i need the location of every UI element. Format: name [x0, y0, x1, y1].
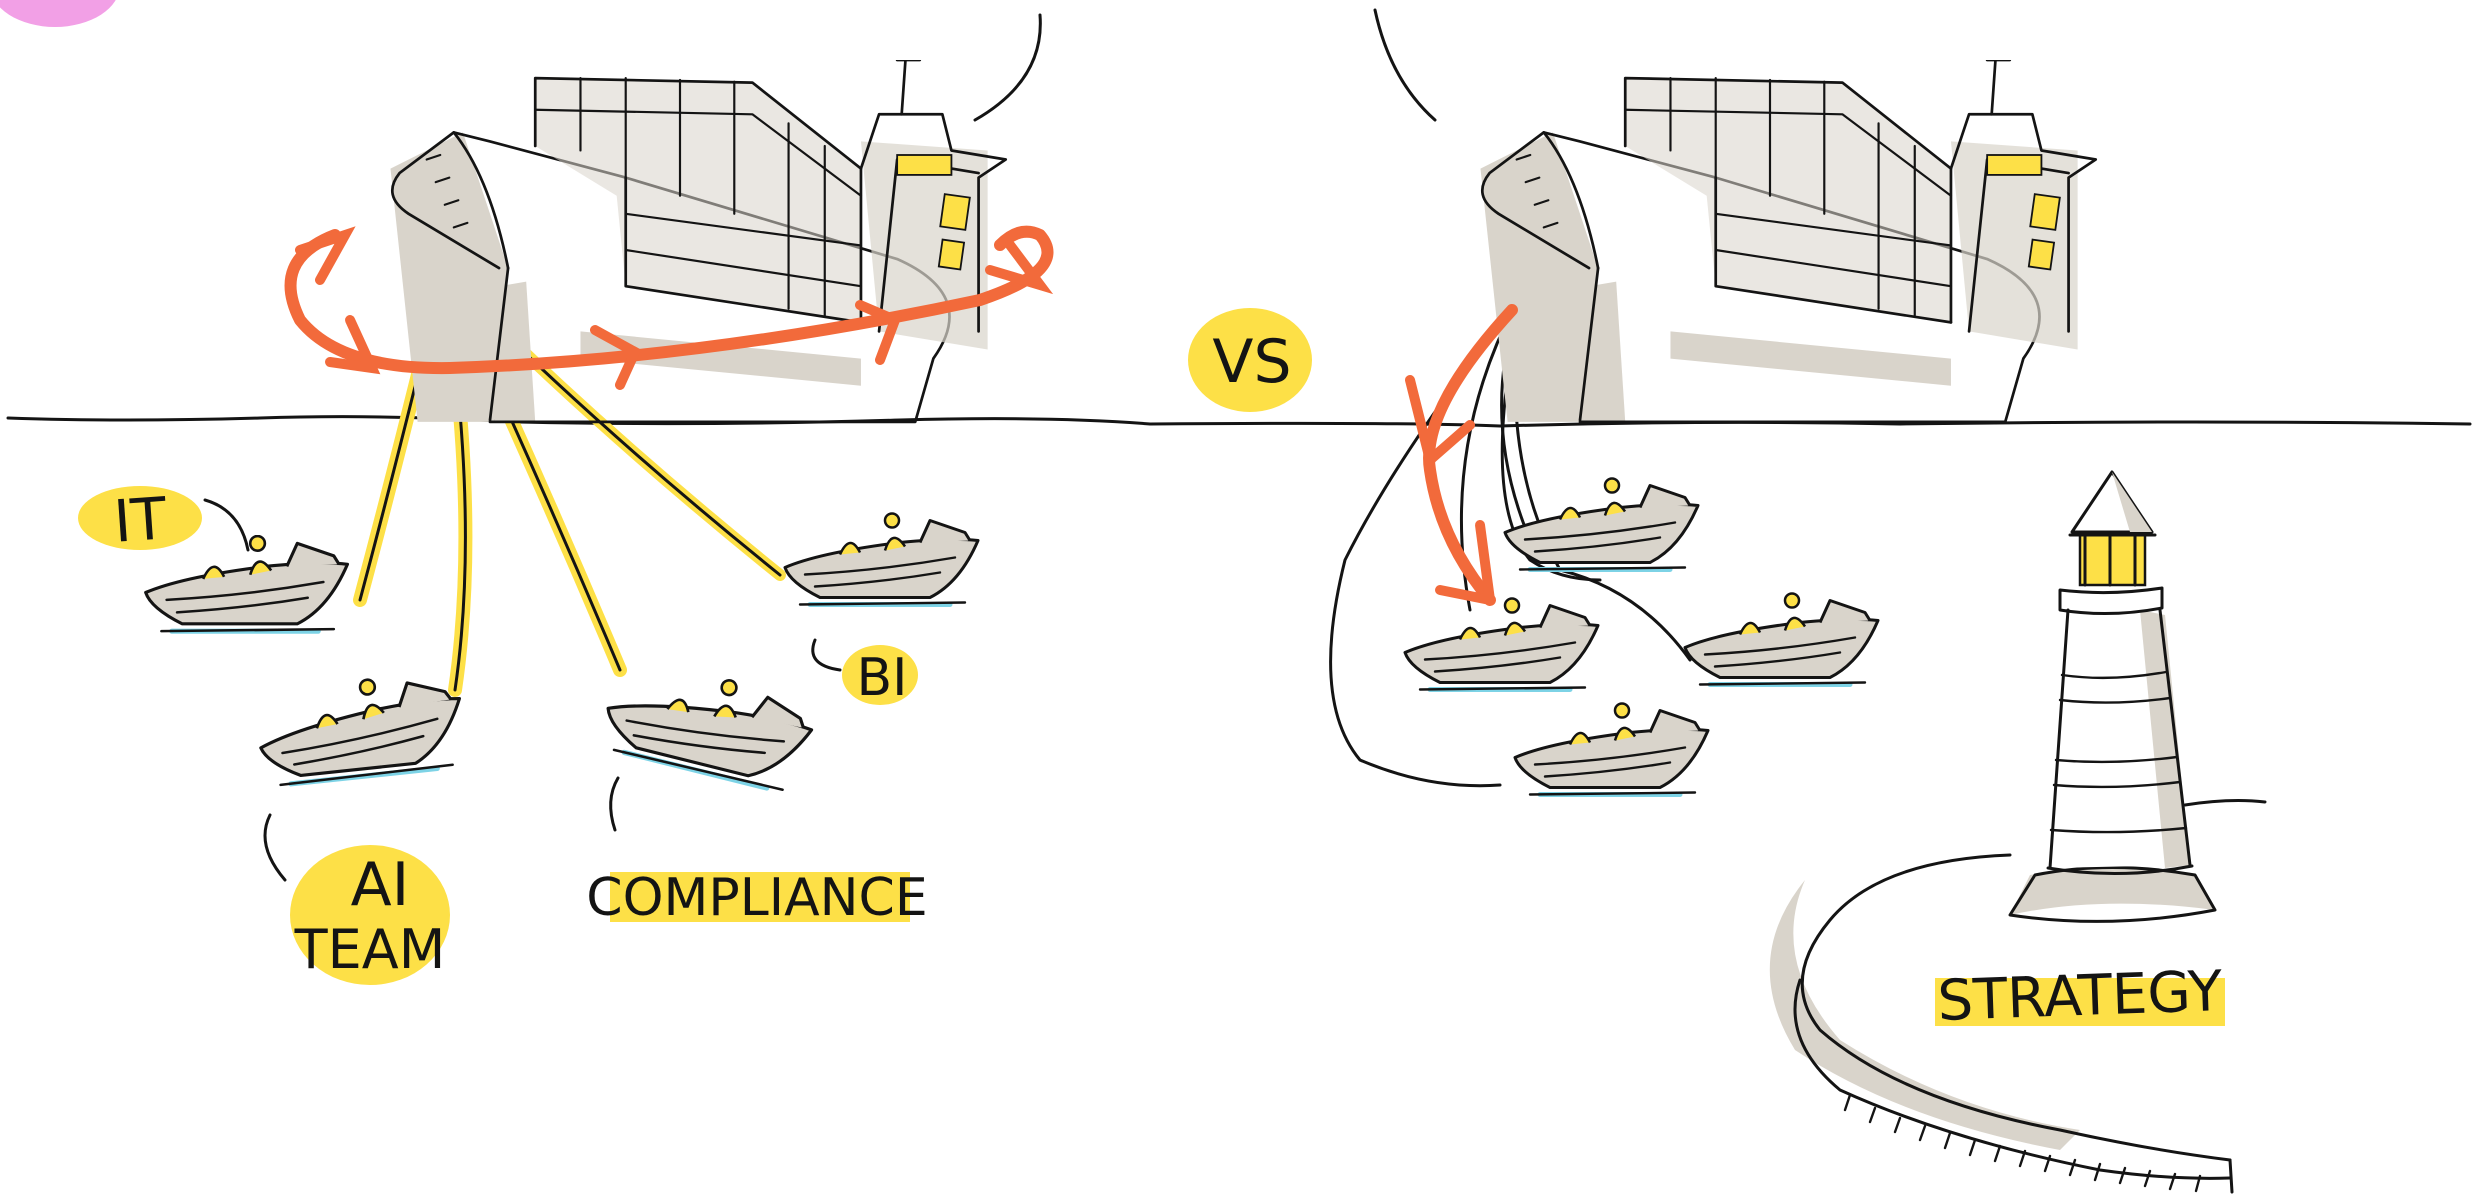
right-scene: STRATEGY [1331, 6, 2321, 1192]
speedboat-icon [785, 514, 978, 605]
speedboat-icon [1515, 704, 1708, 795]
cargo-ship-icon [390, 6, 1005, 422]
cargo-ship-icon [1480, 6, 2095, 422]
speedboat-icon [255, 670, 467, 786]
down-arrow-icon [1410, 310, 1512, 600]
speedboat-icon [1685, 594, 1878, 685]
speedboat-icon [1405, 599, 1598, 690]
ai-team-label-line1: AI [351, 850, 410, 920]
strategy-label: STRATEGY [1936, 959, 2224, 1034]
corner-badge [0, 0, 120, 27]
vs-badge: VS [1188, 308, 1312, 412]
vs-label: VS [1212, 327, 1291, 397]
it-label: IT [112, 484, 170, 556]
left-scene: IT BI AI TEAM COMPLIANCE [78, 6, 1048, 985]
horizon-line [8, 417, 2470, 426]
ai-team-label-line2: TEAM [294, 918, 446, 981]
speedboat-icon [599, 653, 819, 795]
compliance-label: COMPLIANCE [586, 868, 927, 928]
speedboat-icon [1505, 479, 1698, 570]
bi-label: BI [856, 648, 907, 708]
